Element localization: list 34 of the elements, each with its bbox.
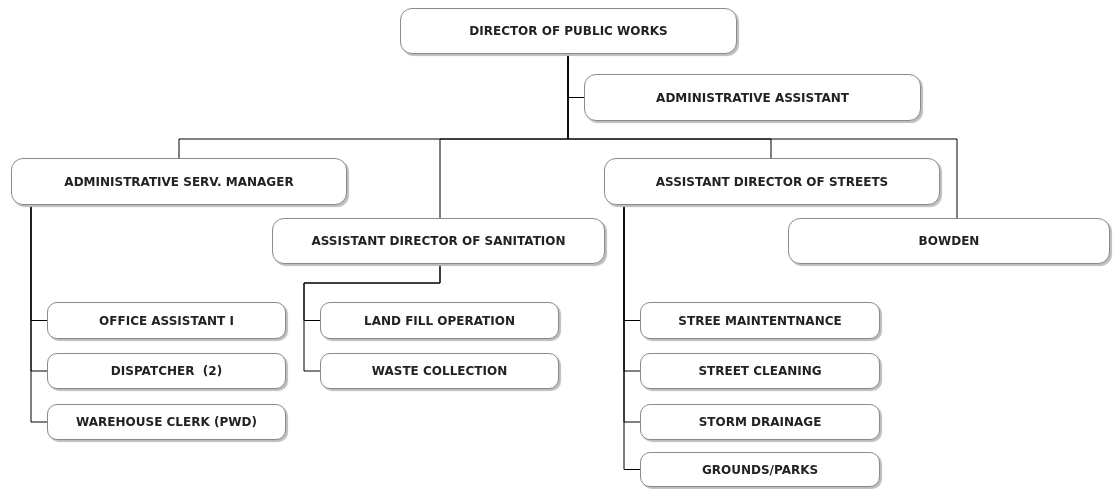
org-box <box>320 353 559 389</box>
position-title: BOWDEN <box>918 234 980 248</box>
org-box <box>11 158 347 205</box>
position-title: OFFICE ASSISTANT I <box>99 313 234 328</box>
position-title: DIRECTOR OF PUBLIC WORKS <box>469 24 668 38</box>
position-title: ADMINISTRATIVE SERV. MANAGER <box>64 174 294 189</box>
position-title: STREE MAINTENTNANCE <box>678 313 842 328</box>
org-box <box>788 218 1110 264</box>
org-box <box>47 302 286 339</box>
org-box <box>640 353 880 389</box>
connector-line <box>30 204 48 423</box>
org-box <box>640 404 880 440</box>
position-title: ASSISTANT DIRECTOR OF STREETS <box>655 174 889 189</box>
position-title: STREET CLEANING <box>698 364 822 378</box>
org-box <box>604 158 940 205</box>
position-title: DISPATCHER (2) <box>110 364 223 378</box>
position-title: ASSISTANT DIRECTOR OF SANITATION <box>311 234 566 248</box>
connector-line <box>567 53 958 219</box>
position-title: WAREHOUSE CLERK (PWD) <box>76 415 257 429</box>
connector-line <box>623 204 641 470</box>
position-title: STORM DRAINAGE <box>698 415 822 429</box>
position-title: ADMINISTRATIVE ASSISTANT <box>656 90 849 105</box>
org-box <box>272 218 605 264</box>
org-box <box>47 404 286 440</box>
org-box <box>640 452 880 487</box>
position-title: LAND FILL OPERATION <box>364 313 515 328</box>
org-box <box>400 8 737 54</box>
org-box <box>584 74 921 121</box>
org-box <box>640 302 880 339</box>
org-box <box>47 353 286 389</box>
position-title: GROUNDS/PARKS <box>701 462 819 477</box>
position-title: WASTE COLLECTION <box>371 364 508 378</box>
connector-line <box>303 263 441 372</box>
org-box <box>320 302 559 339</box>
